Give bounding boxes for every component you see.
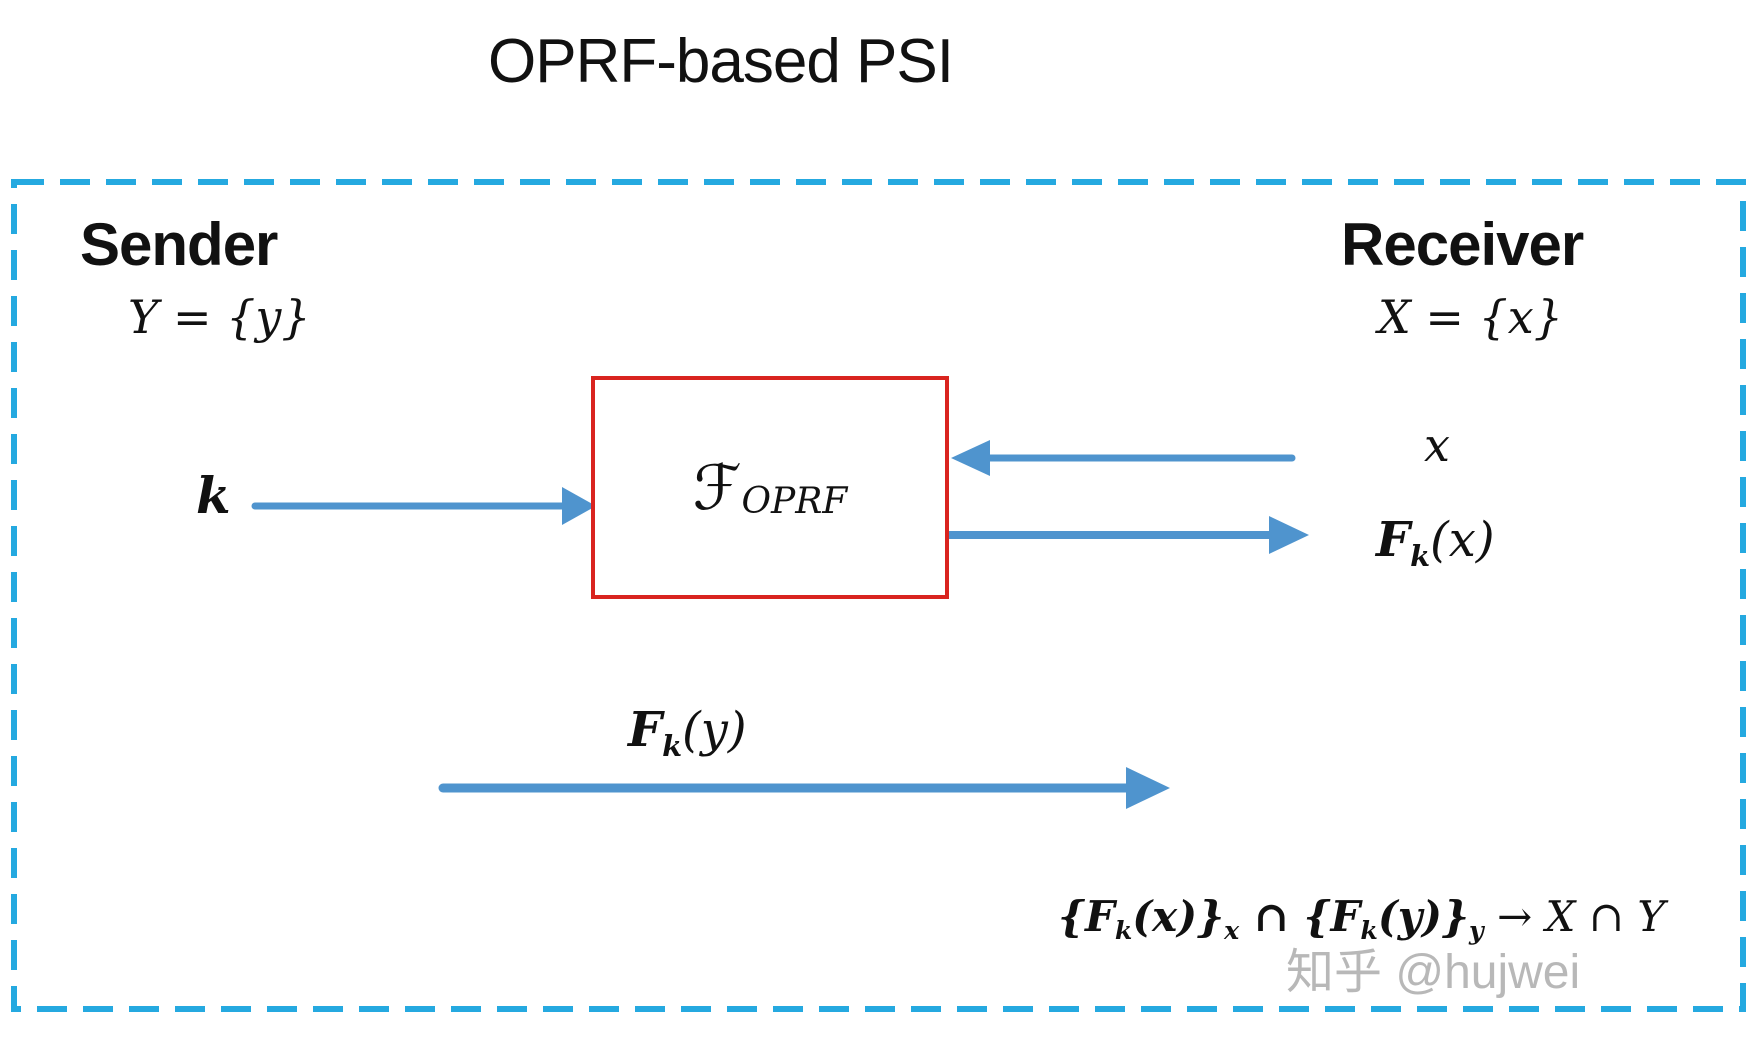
sender-key-arrow-head [562, 487, 596, 525]
fkx-arg: (x) [1430, 512, 1495, 568]
receiver-input-label: x [1424, 418, 1450, 472]
fkx-output-label: Fk(x) [1376, 512, 1495, 573]
watermark-text: 知乎 @hujwei [1286, 946, 1581, 999]
result-seg-2: k [1114, 915, 1133, 946]
receiver-set-label: X = {x} [1378, 290, 1564, 344]
fky-sub-k: k [662, 728, 683, 763]
result-seg-8: y [1469, 915, 1484, 946]
sender-key-label: k [196, 466, 231, 525]
result-seg-3: (x)} [1132, 892, 1225, 941]
result-seg-6: k [1360, 915, 1378, 946]
script-f-symbol: ℱ [692, 451, 742, 524]
fky-message-label: Fk(y) [628, 702, 747, 763]
fkx-f: F [1376, 512, 1411, 568]
receiver-input-arrow-head [951, 440, 990, 476]
fky-arg: (y) [682, 702, 747, 758]
protocol-boundary-border [11, 179, 1746, 1012]
result-seg-1: {F [1058, 892, 1115, 941]
result-seg-4: x [1224, 915, 1240, 946]
sender-set-label: Y = {y} [128, 290, 311, 344]
receiver-title: Receiver [1341, 211, 1584, 278]
fky-message-arrow-head [1126, 767, 1170, 809]
fkx-sub-k: k [1410, 538, 1431, 573]
intersection-result-formula: {Fk(x)}x ∩ {Fk(y)}y → X ∩ Y [1058, 892, 1666, 945]
result-seg-7: (y)} [1377, 892, 1469, 941]
diagram-title: OPRF-based PSI [488, 27, 954, 96]
result-seg-5: ∩ {F [1239, 892, 1361, 941]
oprf-subscript: OPRF [741, 481, 848, 522]
fky-f: F [628, 702, 663, 758]
oprf-functionality-box [591, 376, 949, 599]
fkx-output-arrow-head [1269, 516, 1309, 554]
result-seg-9: → X ∩ Y [1483, 892, 1666, 941]
sender-title: Sender [80, 211, 278, 278]
